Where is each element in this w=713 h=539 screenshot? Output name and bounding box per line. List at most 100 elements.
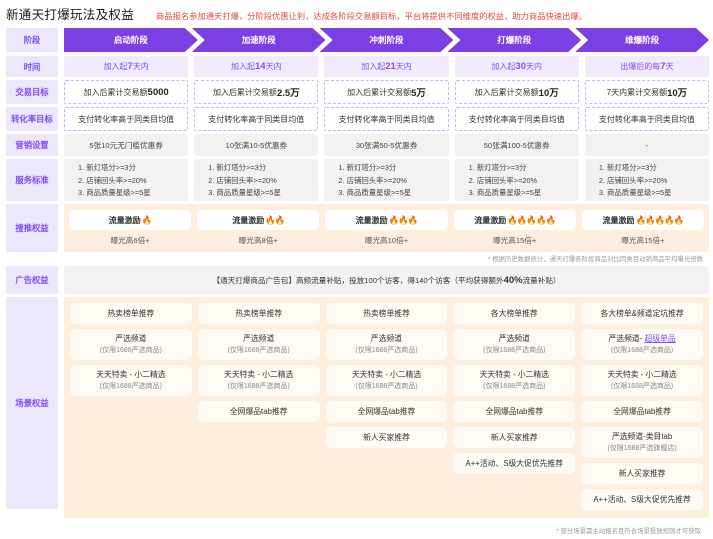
ad-text-post: 流量补贴） [522, 275, 561, 285]
service-line: 2. 店铺回头率>=20% [78, 175, 147, 185]
service-line: 3. 商品质量星级>=5星 [598, 188, 672, 197]
service-line: 3. 商品质量星级>=5星 [468, 188, 542, 197]
scene-footnote: * 部分场景需主动报名且符合场景投放规则才可获取 [556, 528, 701, 535]
scene-card-highlight[interactable]: 超级单品 [644, 334, 676, 343]
scene-card[interactable]: 热卖榜单推荐 [325, 303, 448, 324]
scene-card-title: 全网爆品tab推荐 [357, 407, 416, 416]
ad-text-pre: 【通天打爆商品广告包】高频流量补贴，投放100个访客，得140个访客（平均获得额… [212, 275, 504, 285]
scene-card[interactable]: A++活动、S级大促优先推荐 [581, 489, 703, 510]
scene-card-title: A++活动、S级大促优先推荐 [465, 459, 564, 468]
phase-arrow-1[interactable]: 启动阶段 [64, 28, 198, 52]
marketing-cell-2: 10张满10-5优惠券 [194, 134, 319, 156]
scene-card-title: 严选频道 [370, 334, 403, 343]
scene-column-5: 各大榜单&频道定坑推荐严选频道- 超级单品(仅限1688严选商品) 天天特卖 - … [581, 303, 703, 510]
phase-arrow-5[interactable]: 维爆阶段 [575, 28, 709, 52]
flame-icon-group-5: 🔥🔥🔥🔥🔥 [635, 214, 684, 225]
traffic-pill-1: 流量激励🔥 [69, 210, 192, 230]
scene-card-title: 严选频道 [115, 334, 147, 343]
scene-card-title: 全网爆品tab推荐 [229, 407, 288, 416]
time-number-2: 14 [255, 61, 266, 72]
traffic-cells: 流量激励🔥曝光高6倍+流量激励🔥🔥曝光高8倍+流量激励🔥🔥🔥曝光高10倍+流量激… [64, 204, 709, 252]
row-label-scene: 场景权益 [6, 297, 58, 509]
scene-card[interactable]: 天天特卖 - 小二精选 (仅限1688严选商品) [453, 365, 576, 396]
scene-card[interactable]: 各大榜单推荐 [453, 303, 576, 324]
trade-goal-number-4: 10万 [538, 88, 559, 99]
traffic-cell-2: 流量激励🔥🔥曝光高8倍+ [197, 210, 320, 247]
scene-card-title: 严选频道-类目tab [611, 432, 673, 441]
conversion-goal-cell-4: 支付转化率高于同类目均值 [454, 107, 579, 131]
scene-card-sub: (仅限1688严选商品) [483, 383, 546, 390]
scene-card[interactable]: 严选频道(仅限1688严选商品) [325, 329, 448, 360]
row-label-phase: 阶段 [6, 28, 58, 52]
marketing-cell-1: 5张10元无门槛优惠券 [64, 134, 189, 156]
scene-card[interactable]: 新人买家推荐 [581, 463, 703, 484]
conversion-goal-value-1: 支付转化率高于同类目均值 [64, 107, 189, 131]
scene-card[interactable]: 各大榜单&频道定坑推荐 [581, 303, 703, 324]
service-line: 1. 新灯塔分>=3分 [78, 163, 136, 172]
scene-card[interactable]: 热卖榜单推荐 [70, 303, 192, 324]
scene-card[interactable]: 严选频道(仅限1688严选商品) [197, 329, 320, 360]
row-search-rec: 搜推权益 流量激励🔥曝光高6倍+流量激励🔥🔥曝光高8倍+流量激励🔥🔥🔥曝光高10… [6, 204, 709, 252]
scene-columns: 热卖榜单推荐严选频道(仅限1688严选商品)天天特卖 - 小二精选(仅限1688… [64, 297, 709, 518]
scene-card-sub: (仅限1688严选商品) [355, 383, 418, 390]
traffic-sub-3: 曝光高10倍+ [364, 236, 409, 245]
marketing-value-2: 10张满10-5优惠券 [194, 134, 319, 156]
scene-card[interactable]: 热卖榜单推荐 [197, 303, 320, 324]
traffic-pill-3: 流量激励🔥🔥🔥 [325, 210, 448, 230]
scene-card[interactable]: 严选频道-类目tab (仅限1688严选旗舰店) [581, 427, 703, 458]
scene-column-4: 各大榜单推荐严选频道(仅限1688严选商品) 天天特卖 - 小二精选 (仅限1688… [453, 303, 576, 510]
phase-arrow-3[interactable]: 冲刺阶段 [320, 28, 454, 52]
traffic-cell-4: 流量激励🔥🔥🔥🔥🔥曝光高15倍+ [453, 210, 576, 247]
scene-card-title: 天天特卖 - 小二精选 [479, 370, 549, 379]
phase-arrow-2[interactable]: 加速阶段 [192, 28, 326, 52]
scene-card-sub: (仅限1688严选旗舰店) [607, 445, 677, 452]
scene-card[interactable]: 新人买家推荐 [325, 427, 448, 448]
row-label-marketing: 营销设置 [6, 134, 58, 156]
scene-card-sub: (仅限1688严选商品) [227, 347, 290, 354]
scene-card[interactable]: 天天特卖 - 小二精选(仅限1688严选商品) [70, 365, 192, 396]
scene-card-title: A++活动、S级大促优先推荐 [593, 495, 691, 504]
service-line: 1. 新灯塔分>=3分 [208, 163, 267, 172]
scene-card-title: 天天特卖 - 小二精选 [224, 370, 294, 379]
scene-card[interactable]: 全网爆品tab推荐 [325, 401, 448, 422]
trade-goal-number-2: 2.5万 [276, 88, 300, 99]
traffic-sub-4: 曝光高15倍+ [493, 236, 537, 245]
scene-card[interactable]: 天天特卖 - 小二精选(仅限1688严选商品) [325, 365, 448, 396]
scene-card[interactable]: 全网爆品tab推荐 [581, 401, 703, 422]
scene-card[interactable]: 新人买家推荐 [453, 427, 576, 448]
scene-card[interactable]: 严选频道- 超级单品(仅限1688严选商品) [581, 329, 703, 360]
titlebar: 新通天打爆玩法及权益 商品报名参加通天打爆，分阶段优惠让利，达成各阶段交易额目标… [0, 0, 713, 28]
scene-card[interactable]: 全网爆品tab推荐 [197, 401, 320, 422]
scene-card-title: 全网爆品tab推荐 [485, 407, 544, 416]
traffic-cell-3: 流量激励🔥🔥🔥 曝光高10倍+ [325, 210, 448, 247]
scene-card[interactable]: 严选频道(仅限1688严选商品) [70, 329, 192, 360]
scene-card[interactable]: 天天特卖 - 小二精选(仅限1688严选商品) [197, 365, 320, 396]
scene-card[interactable]: 天天特卖 - 小二精选(仅限1688严选商品) [581, 365, 703, 396]
scene-card[interactable]: A++活动、S级大促优先推荐 [453, 453, 576, 474]
phase-arrow-4[interactable]: 打爆阶段 [447, 28, 581, 52]
marketing-value-4: 50张满100-5优惠券 [454, 134, 579, 156]
row-label-trade-goal: 交易目标 [6, 80, 58, 104]
row-label-time: 时间 [6, 56, 58, 77]
traffic-label-3: 流量激励 [355, 215, 388, 225]
traffic-sub-2: 曝光高8倍+ [238, 236, 278, 245]
scene-column-1: 热卖榜单推荐严选频道(仅限1688严选商品) 天天特卖 - 小二精选(仅限1688… [70, 303, 192, 510]
trade-goal-number-3: 5万 [411, 88, 426, 99]
service-line: 1. 新灯塔分>=3分 [598, 163, 657, 172]
scene-card[interactable]: 全网爆品tab推荐 [453, 401, 576, 422]
scene-card[interactable]: 严选频道(仅限1688严选商品) [453, 329, 576, 360]
